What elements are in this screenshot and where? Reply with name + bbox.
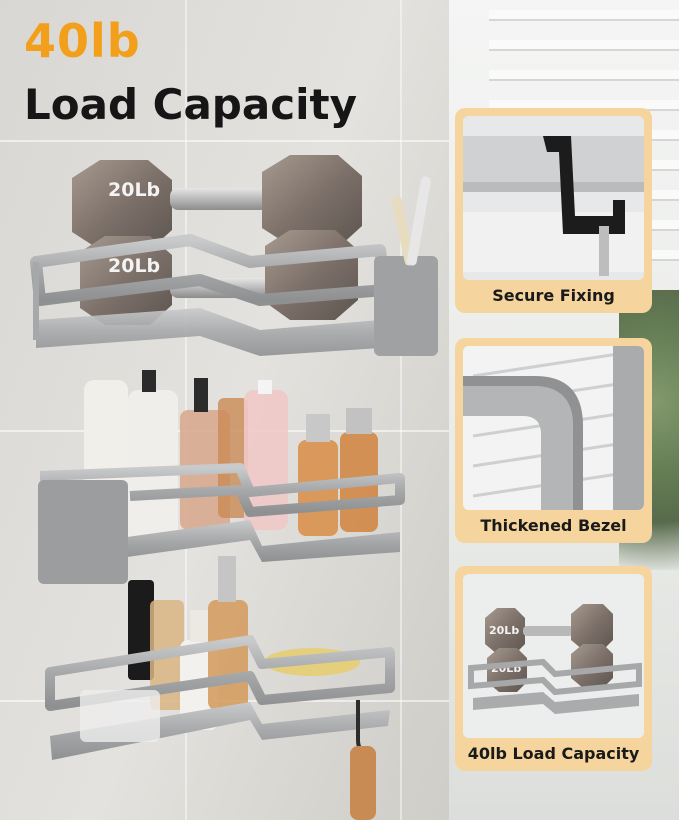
middle-shelf bbox=[38, 370, 405, 584]
feature-panel-load-capacity: 20Lb 20Lb 40lb Load Capacity bbox=[455, 566, 652, 771]
dumbbell-weight-label: 20Lb bbox=[489, 624, 519, 637]
tile-grout bbox=[185, 0, 187, 820]
hook-icon bbox=[463, 116, 644, 280]
shower-caddy-illustration: 20Lb 20Lb bbox=[30, 155, 438, 820]
feature-label: Secure Fixing bbox=[492, 286, 615, 305]
headline-subtitle: Load Capacity bbox=[24, 80, 357, 129]
dumbbell: 20Lb bbox=[72, 155, 362, 250]
dumbbell-weight-label: 20Lb bbox=[108, 179, 160, 201]
feature-label: 40lb Load Capacity bbox=[467, 744, 640, 763]
load-detail-image: 20Lb 20Lb bbox=[463, 574, 644, 738]
bezel-detail-image bbox=[463, 346, 644, 510]
tile-grout bbox=[0, 140, 470, 142]
top-shelf: 20Lb 20Lb bbox=[30, 155, 438, 356]
hook-detail-image bbox=[463, 116, 644, 280]
bezel-corner-icon bbox=[463, 346, 644, 510]
dumbbell-weight-label: 20Lb bbox=[108, 255, 160, 277]
bottom-shelf bbox=[45, 556, 395, 820]
tile-grout bbox=[400, 0, 402, 820]
feature-panel-secure-fixing: Secure Fixing bbox=[455, 108, 652, 313]
headline-weight: 40lb bbox=[24, 14, 141, 68]
dumbbell-shelf-icon: 20Lb 20Lb bbox=[463, 574, 644, 738]
feature-panel-thickened-bezel: Thickened Bezel bbox=[455, 338, 652, 543]
feature-label: Thickened Bezel bbox=[480, 516, 627, 535]
